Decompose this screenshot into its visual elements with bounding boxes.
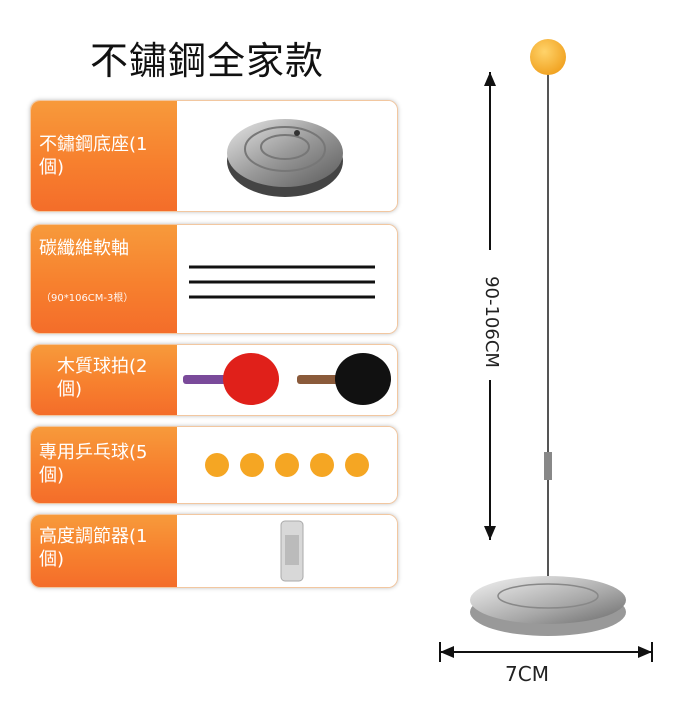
item-label-panel: 碳纖維軟軸 （90*106CM-3根） <box>31 225 177 333</box>
item-card-paddles: 木質球拍(2個) <box>30 344 398 416</box>
item-image-balls <box>177 427 397 503</box>
height-label-box: 90-106CM <box>472 262 512 382</box>
item-image-adjuster <box>177 515 397 587</box>
item-image-rods <box>177 225 397 333</box>
item-label: 專用乒乓球(5個) <box>39 442 148 486</box>
base-disc-icon <box>227 119 343 197</box>
height-label: 90-106CM <box>481 276 502 368</box>
ball-icon <box>530 39 566 75</box>
base-disc-icon <box>470 576 626 624</box>
item-label: 不鏽鋼底座(1個) <box>39 134 148 178</box>
item-label-panel: 木質球拍(2個) <box>31 345 177 415</box>
adjuster-icon <box>280 520 304 582</box>
item-card-adjuster: 高度調節器(1個) <box>30 514 398 588</box>
item-label: 高度調節器(1個) <box>39 526 148 570</box>
rods-icon <box>189 265 375 299</box>
paddle-icon <box>183 353 391 405</box>
pole-joint <box>544 452 552 480</box>
item-label-panel: 不鏽鋼底座(1個) <box>31 101 177 211</box>
item-card-rods: 碳纖維軟軸 （90*106CM-3根） <box>30 224 398 334</box>
item-image-paddles <box>177 345 397 415</box>
ball-icon <box>205 453 369 477</box>
item-label-panel: 專用乒乓球(5個) <box>31 427 177 503</box>
item-card-base: 不鏽鋼底座(1個) <box>30 100 398 212</box>
width-label: 7CM <box>505 662 549 686</box>
item-sublabel: （90*106CM-3根） <box>41 293 134 304</box>
item-label: 木質球拍(2個) <box>57 356 148 400</box>
page-title: 不鏽鋼全家款 <box>90 36 350 86</box>
item-card-balls: 專用乒乓球(5個) <box>30 426 398 504</box>
item-label-panel: 高度調節器(1個) <box>31 515 177 587</box>
item-image-base <box>177 101 397 211</box>
item-label: 碳纖維軟軸 <box>39 238 129 259</box>
